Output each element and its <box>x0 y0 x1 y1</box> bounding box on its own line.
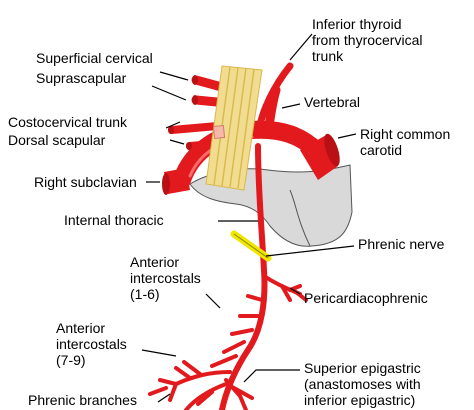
anterior-intercostal-branches-upper <box>210 294 264 368</box>
leader-right-common-carotid <box>337 133 357 139</box>
label-dorsal-scapular: Dorsal scapular <box>8 132 106 148</box>
leader-vertebral <box>281 103 301 109</box>
label-line: Inferior thyroid <box>312 16 402 32</box>
label-superficial-cervical: Superficial cervical <box>36 50 153 66</box>
label-line: Anterior <box>56 320 106 336</box>
common-carotid-end <box>324 133 340 167</box>
dorsal-scapular-end <box>186 142 192 150</box>
label-inferior-thyroid: Inferior thyroid from thyrocervical trun… <box>312 16 422 64</box>
scalene-muscle <box>205 65 263 191</box>
label-line: Superior epigastric <box>304 360 421 376</box>
anterior-intercostal-branches-lower <box>148 360 254 410</box>
right-subclavian-stump <box>164 168 190 194</box>
leader-phrenic-nerve <box>265 245 355 257</box>
label-line: from thyrocervical <box>312 32 423 48</box>
label-phrenic-branches: Phrenic branches <box>28 392 137 408</box>
muscle-tag <box>212 124 226 140</box>
leader-lines <box>141 33 357 403</box>
label-line: (anastomoses with <box>304 376 421 392</box>
label-anterior-intercostals-7-9: Anterior intercostals (7-9) <box>56 320 127 368</box>
leader-anterior-intercostals-1-6 <box>205 293 221 309</box>
leader-suprascapular <box>151 85 187 101</box>
label-right-common-carotid: Right common carotid <box>360 126 450 158</box>
label-superior-epigastric: Superior epigastric (anastomoses with in… <box>304 360 421 408</box>
label-line: (1-6) <box>130 286 160 302</box>
label-line: (7-9) <box>56 352 86 368</box>
suprascapular-end <box>192 95 198 105</box>
leader-superficial-cervical <box>159 71 189 81</box>
tissue-fold-line <box>289 189 311 247</box>
leader-anterior-intercostals-7-9 <box>141 349 177 357</box>
label-line: Right common <box>360 126 451 142</box>
label-line: inferior epigastric) <box>304 392 416 408</box>
costocervical-end <box>168 126 174 134</box>
label-line: carotid <box>360 142 403 158</box>
leader-superior-epigastric <box>243 369 300 383</box>
label-vertebral: Vertebral <box>304 94 361 110</box>
inferior-thyroid-artery <box>254 62 294 138</box>
subclavian-stump-end <box>162 173 170 195</box>
label-line: trunk <box>312 48 344 64</box>
leader-phrenic-branches <box>157 393 171 403</box>
label-costocervical-trunk: Costocervical trunk <box>8 114 128 130</box>
superficial-cervical-end <box>192 75 198 85</box>
label-right-subclavian: Right subclavian <box>34 174 137 190</box>
label-anterior-intercostals-1-6: Anterior intercostals (1-6) <box>130 254 201 302</box>
label-line: intercostals <box>56 336 127 352</box>
label-internal-thoracic: Internal thoracic <box>64 212 164 228</box>
label-line: Anterior <box>130 254 180 270</box>
label-phrenic-nerve: Phrenic nerve <box>358 236 445 252</box>
label-suprascapular: Suprascapular <box>36 70 127 86</box>
pericardiacophrenic-branches <box>262 274 308 302</box>
leader-dorsal-scapular <box>169 139 185 145</box>
label-line: intercostals <box>130 270 201 286</box>
leader-inferior-thyroid <box>289 33 313 61</box>
label-pericardiacophrenic: Pericardiacophrenic <box>304 290 428 306</box>
leader-costocervical <box>165 121 181 129</box>
phrenic-nerve-outline <box>233 233 269 259</box>
leader-pericardiacophrenic <box>289 287 301 295</box>
